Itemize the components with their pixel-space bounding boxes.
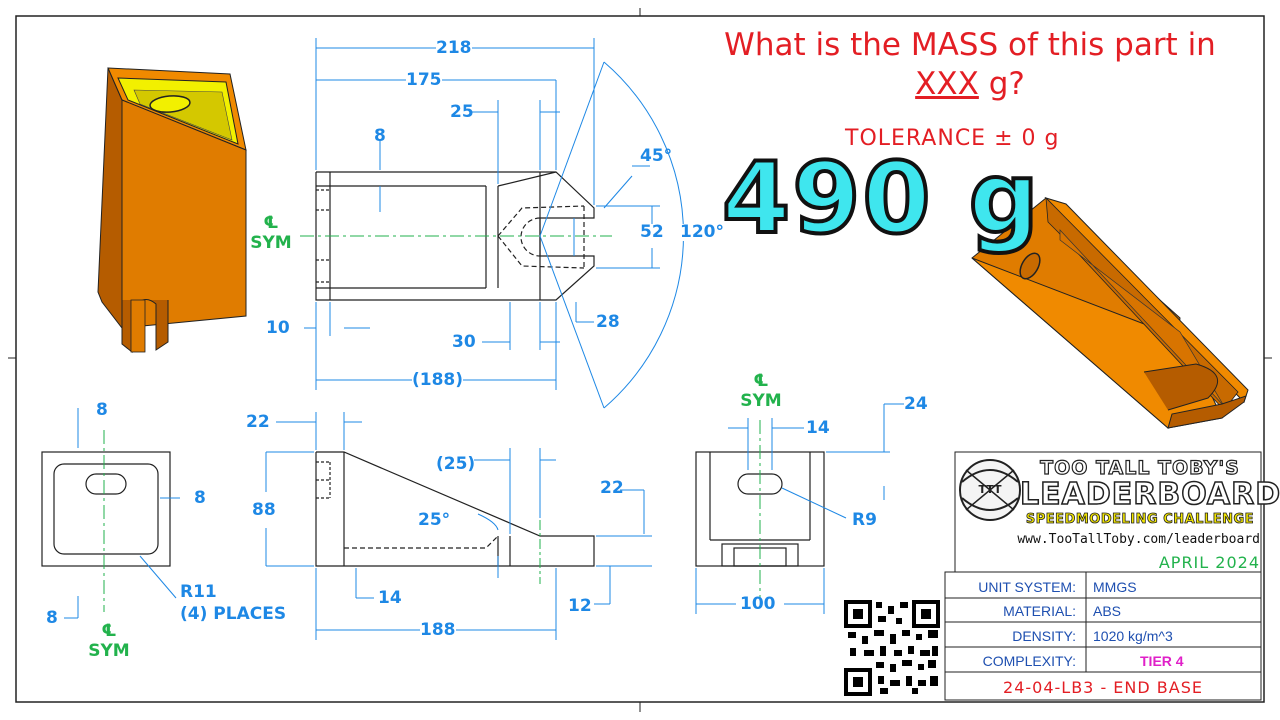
right-view-sym-label: ℄SYM (740, 371, 782, 411)
top-view-dims (304, 38, 684, 409)
top-view-sym-label: ℄SYM (250, 213, 292, 253)
right-dim-100: 100 (740, 594, 776, 614)
iso-view-tall-box (97, 67, 247, 354)
dim-120deg: 120° (680, 222, 724, 242)
qr-code (844, 600, 940, 696)
side-dim-8-bottom: 8 (46, 608, 58, 628)
front-view (315, 451, 595, 567)
question-unit: g? (978, 65, 1025, 102)
front-dim-22-right: 22 (600, 478, 624, 498)
part-number: 24-04-LB3 - END BASE (1003, 678, 1203, 697)
leaderboard-title-line3: SPEEDMODELING CHALLENGE (1025, 512, 1255, 528)
side-dim-8-top: 8 (96, 400, 108, 420)
unit-system-label: UNIT SYSTEM: (978, 579, 1076, 595)
density-label: DENSITY: (1012, 628, 1076, 644)
dim-52: 52 (640, 222, 664, 242)
question-text: What is the MASS of this part in XXX g? (690, 26, 1250, 104)
title-block (944, 451, 1262, 701)
material-value: ABS (1093, 603, 1122, 619)
leaderboard-date: APRIL 2024 (1158, 553, 1260, 572)
front-view-dims (265, 412, 652, 640)
front-dim-22: 22 (246, 412, 270, 432)
front-dim-88: 88 (252, 500, 276, 520)
dim-30: 30 (452, 332, 476, 352)
dim-28: 28 (596, 312, 620, 332)
iso-view-wedge (971, 196, 1249, 430)
question-line-2: XXX g? (690, 65, 1250, 104)
dim-10: 10 (266, 318, 290, 338)
complexity-value: TIER 4 (1140, 653, 1184, 669)
side-view-dims (64, 408, 180, 619)
answer-text: 490 g (720, 142, 1041, 256)
right-view-dims (695, 403, 904, 614)
tolerance-text: TOLERANCE ± 0 g (845, 126, 1060, 151)
side-view-sym-label: ℄SYM (88, 621, 130, 661)
front-dim-25deg: 25° (418, 510, 451, 530)
front-dim-188: 188 (420, 620, 456, 640)
question-line-1: What is the MASS of this part in (724, 27, 1216, 63)
dim-8: 8 (374, 126, 386, 146)
side-dim-r11: R11 (180, 582, 217, 602)
front-dim-12: 12 (568, 596, 592, 616)
side-dim-places: (4) PLACES (180, 604, 287, 624)
dim-218: 218 (436, 38, 472, 58)
right-dim-14: 14 (806, 418, 830, 438)
density-value: 1020 kg/m^3 (1093, 628, 1173, 644)
dim-25: 25 (450, 102, 474, 122)
complexity-label: COMPLEXITY: (982, 653, 1076, 669)
leaderboard-title-line2: LEADERBOARD (1019, 476, 1280, 513)
side-view (41, 451, 171, 567)
question-placeholder: XXX (915, 65, 979, 102)
dim-188-ref: (188) (412, 370, 464, 390)
front-dim-14: 14 (378, 588, 402, 608)
leaderboard-title-line1: TOO TALL TOBY'S (1040, 456, 1240, 479)
right-dim-r9: R9 (852, 510, 877, 530)
right-dim-24: 24 (904, 394, 928, 414)
leaderboard-logo (959, 459, 1021, 521)
front-dim-25-ref: (25) (436, 454, 476, 474)
material-label: MATERIAL: (1003, 603, 1076, 619)
leaderboard-url[interactable]: www.TooTallToby.com/leaderboard (1017, 532, 1260, 547)
dim-45deg: 45° (640, 146, 673, 166)
dim-175: 175 (406, 70, 442, 90)
unit-system-value: MMGS (1093, 579, 1137, 595)
logo-text: TTT (978, 483, 1002, 496)
top-view (315, 171, 595, 301)
side-dim-8-right: 8 (194, 488, 206, 508)
